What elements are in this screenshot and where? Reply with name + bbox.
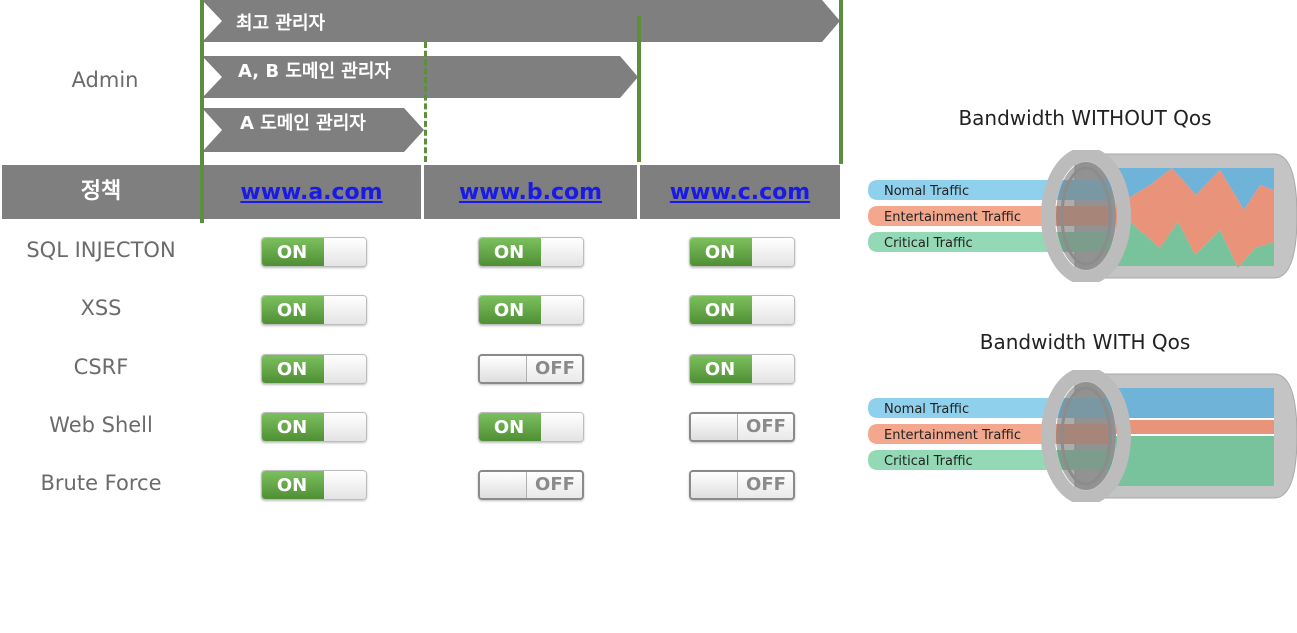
toggle-fill	[690, 238, 752, 266]
toggle-state-label: ON	[704, 300, 736, 321]
role-arrow-a-domain-admin: A 도메인 관리자	[202, 108, 427, 152]
toggle-state-label: ON	[276, 242, 308, 263]
traffic-label-normal: Nomal Traffic	[884, 184, 969, 199]
toggle-fill	[479, 296, 541, 324]
policy-toggle[interactable]: OFF	[689, 412, 795, 442]
toggle-fill	[690, 296, 752, 324]
toggle-state-label: ON	[704, 359, 736, 380]
traffic-label-normal: Nomal Traffic	[884, 402, 969, 417]
policy-toggle[interactable]: ON	[261, 237, 367, 267]
header-divider	[637, 165, 640, 219]
role-arrow-shape	[202, 108, 424, 152]
toggle-state-label: ON	[276, 475, 308, 496]
toggle-knob	[324, 471, 366, 499]
toggle-knob	[752, 355, 794, 383]
policy-toggle[interactable]: ON	[478, 295, 584, 325]
policy-toggle[interactable]: ON	[261, 470, 367, 500]
policy-toggle[interactable]: ON	[261, 295, 367, 325]
toggle-knob	[324, 296, 366, 324]
policy-row-label: SQL INJECTON	[26, 238, 176, 262]
scope-line-start-overlay	[200, 165, 204, 223]
pipe-without-qos: Nomal Traffic Entertainment Traffic Crit…	[868, 150, 1297, 282]
bandwidth-without-qos-title: Bandwidth WITHOUT Qos	[958, 106, 1212, 130]
pipe-with-qos: Nomal Traffic Entertainment Traffic Crit…	[868, 370, 1297, 502]
toggle-fill	[262, 296, 324, 324]
domain-link-b[interactable]: www.b.com	[458, 180, 603, 205]
policy-row-label: XSS	[80, 296, 122, 320]
policy-toggle[interactable]: OFF	[689, 470, 795, 500]
role-arrow-shape	[202, 0, 840, 42]
scope-line-a	[424, 42, 427, 162]
toggle-knob	[691, 414, 738, 440]
toggle-knob	[480, 356, 527, 382]
toggle-state-label: OFF	[535, 474, 575, 495]
role-arrow-super-admin: 최고 관리자	[202, 0, 842, 42]
admin-label: Admin	[71, 68, 139, 92]
role-label-ab-domain-admin: A, B 도메인 관리자	[238, 61, 391, 82]
toggle-fill	[262, 238, 324, 266]
domain-link-a[interactable]: www.a.com	[240, 180, 383, 205]
scope-line-b	[637, 16, 641, 162]
toggle-state-label: ON	[493, 242, 525, 263]
policy-toggle[interactable]: OFF	[478, 354, 584, 384]
toggle-fill	[479, 413, 541, 441]
toggle-fill	[262, 355, 324, 383]
toggle-fill	[479, 238, 541, 266]
toggle-knob	[541, 296, 583, 324]
toggle-state-label: ON	[276, 417, 308, 438]
toggle-knob	[541, 238, 583, 266]
role-arrow-ab-domain-admin: A, B 도메인 관리자	[202, 56, 642, 98]
toggle-knob	[752, 296, 794, 324]
toggle-fill	[262, 413, 324, 441]
toggle-state-label: ON	[493, 417, 525, 438]
policy-toggle[interactable]: OFF	[478, 470, 584, 500]
scope-line-start	[200, 0, 204, 222]
toggle-state-label: OFF	[746, 474, 786, 495]
toggle-knob	[324, 355, 366, 383]
toggle-knob	[324, 238, 366, 266]
role-arrow-shape	[202, 56, 638, 98]
toggle-knob	[691, 472, 738, 498]
traffic-label-critical: Critical Traffic	[884, 236, 973, 251]
policy-toggle[interactable]: ON	[478, 237, 584, 267]
toggle-knob	[480, 472, 527, 498]
traffic-label-critical: Critical Traffic	[884, 454, 973, 469]
role-label-super-admin: 최고 관리자	[236, 13, 326, 34]
role-label-a-domain-admin: A 도메인 관리자	[240, 113, 366, 134]
policy-row-label: CSRF	[73, 355, 129, 379]
policy-row-label: Web Shell	[49, 413, 153, 437]
toggle-state-label: OFF	[746, 416, 786, 437]
toggle-knob	[541, 413, 583, 441]
toggle-state-label: ON	[276, 359, 308, 380]
policy-header-label: 정책	[80, 179, 122, 204]
toggle-state-label: OFF	[535, 358, 575, 379]
policy-toggle[interactable]: ON	[689, 237, 795, 267]
toggle-knob	[324, 413, 366, 441]
policy-toggle[interactable]: ON	[689, 295, 795, 325]
toggle-state-label: ON	[704, 242, 736, 263]
scope-line-c	[839, 0, 843, 164]
header-divider	[421, 165, 424, 219]
toggle-fill	[690, 355, 752, 383]
policy-toggle[interactable]: ON	[261, 412, 367, 442]
policy-toggle[interactable]: ON	[478, 412, 584, 442]
bandwidth-with-qos-title: Bandwidth WITH Qos	[979, 330, 1191, 354]
toggle-knob	[752, 238, 794, 266]
policy-toggle[interactable]: ON	[261, 354, 367, 384]
traffic-label-entertainment: Entertainment Traffic	[884, 428, 1021, 443]
policy-row-label: Brute Force	[40, 471, 162, 495]
domain-link-c[interactable]: www.c.com	[669, 180, 811, 205]
policy-toggle[interactable]: ON	[689, 354, 795, 384]
traffic-label-entertainment: Entertainment Traffic	[884, 210, 1021, 225]
toggle-state-label: ON	[276, 300, 308, 321]
toggle-fill	[262, 471, 324, 499]
toggle-state-label: ON	[493, 300, 525, 321]
